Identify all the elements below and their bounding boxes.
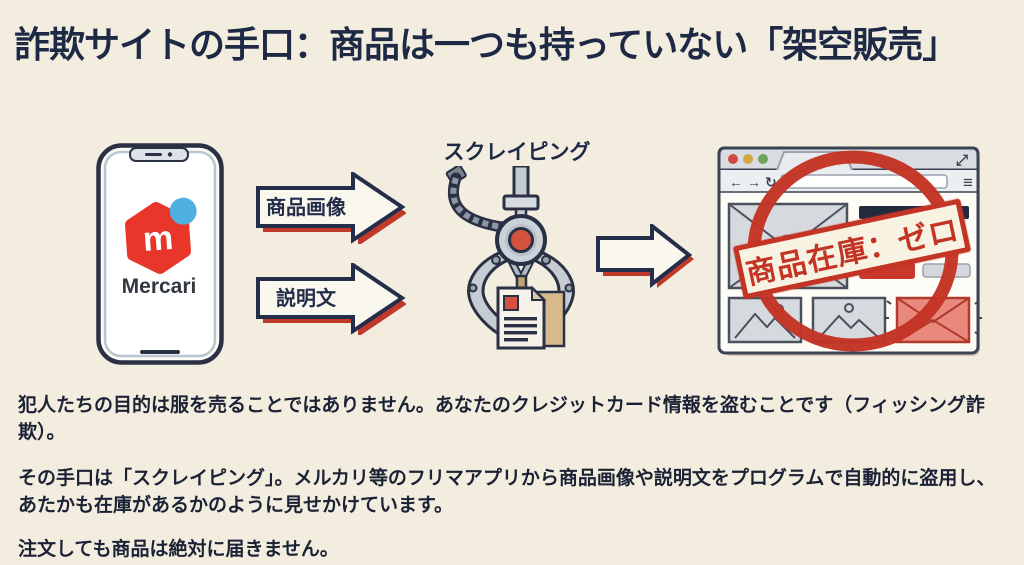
document-line [504, 338, 528, 342]
claw-hub-center [508, 227, 534, 253]
phone-speaker [145, 153, 162, 156]
arrow-shape [256, 263, 406, 335]
menu-icon: ≡ [963, 173, 973, 192]
document-line [504, 331, 537, 335]
traffic-light-red [728, 154, 738, 164]
paragraph-warning: 注文しても商品は絶対に届きません。 [18, 539, 339, 560]
scraper-label: スクレイピング [443, 141, 591, 164]
paragraph-purpose: 犯人たちの目的は服を売ることではありません。あなたのクレジットカード情報を盗むこ… [18, 395, 985, 443]
document-line [504, 317, 537, 321]
joint-dot [564, 283, 574, 293]
expand-icon: ⤢ [956, 152, 969, 169]
thumbnail-2-sun [844, 303, 854, 313]
phone-home-bar [140, 350, 180, 354]
forward-arrow-icon: → [747, 174, 761, 190]
claw-shaft [512, 166, 530, 200]
document-image-square [503, 295, 519, 311]
back-arrow-icon: ← [729, 174, 743, 190]
mercari-blue-dot [169, 197, 197, 225]
arrow-description-label: 説明文 [276, 286, 337, 310]
arrow-shape [596, 224, 693, 288]
joint-dot [491, 255, 501, 265]
mercari-logo-icon: m [125, 197, 197, 274]
arrow-product-image-label: 商品画像 [266, 195, 347, 219]
mercari-wordmark: Mercari [122, 275, 197, 298]
refresh-icon: ↻ [765, 174, 777, 190]
thumbnail-2-mountain [818, 314, 880, 339]
document-line [504, 324, 537, 328]
body-text: 犯人たちの目的は服を売ることではありません。あなたのクレジットカード情報を盗むこ… [18, 392, 1010, 563]
arrow-to-site [596, 224, 694, 288]
phone-camera-dot [167, 152, 173, 157]
joint-dot [541, 255, 551, 265]
phone-illustration: m Mercari [96, 143, 224, 365]
arrow-shape [256, 172, 406, 244]
joint-dot [468, 283, 478, 293]
document-fold-corner [531, 285, 547, 301]
scraper-claw-icon [445, 166, 575, 350]
claw-collar [502, 194, 540, 211]
paragraph-method: その手口は「スクレイピング」。メルカリ等のフリマアプリから商品画像や説明文をプロ… [18, 468, 996, 516]
arrow-description: 説明文 [256, 263, 406, 335]
traffic-light-yellow [743, 154, 753, 164]
page-title: 詐欺サイトの手口：商品は一つも持っていない「架空販売」 [14, 24, 958, 65]
arrow-product-image: 商品画像 [256, 172, 406, 244]
mercari-logo-letter: m [142, 219, 175, 259]
traffic-light-green [758, 154, 768, 164]
browser-illustration: ⤢ ← → ↻ ≡ [717, 146, 982, 356]
